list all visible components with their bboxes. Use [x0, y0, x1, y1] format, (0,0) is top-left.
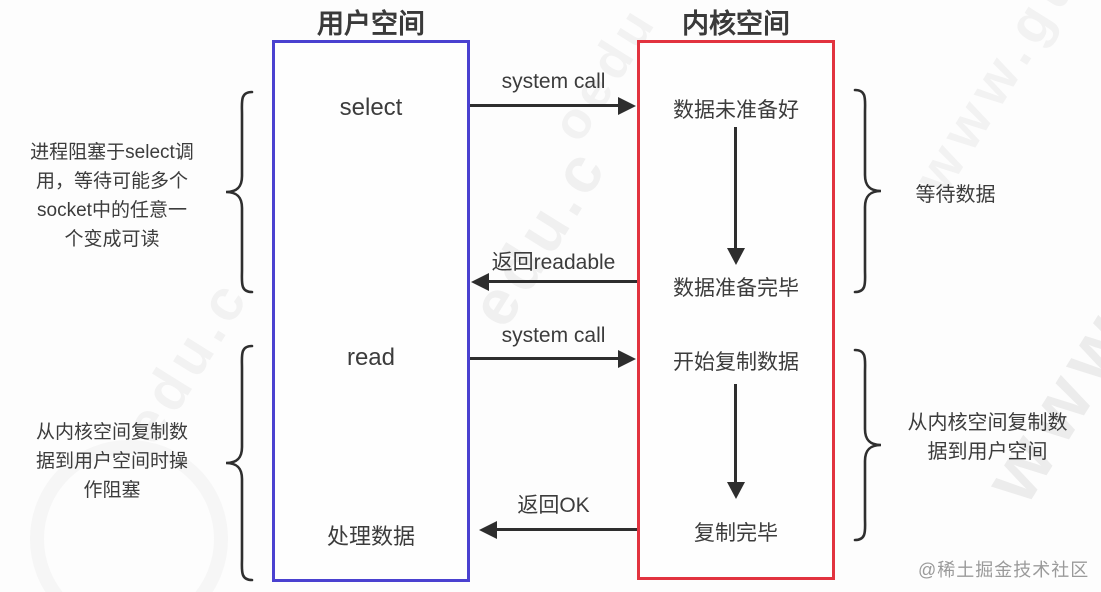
arrow-return-readable	[471, 272, 637, 291]
arrow-head-down-icon	[726, 248, 745, 265]
brace-left-bottom	[225, 344, 254, 582]
user-space-box	[272, 40, 470, 582]
arrow-head-right-icon	[618, 96, 636, 115]
watermark-diagonal-center: edu.c	[455, 133, 622, 339]
arrow-return-ok	[479, 520, 637, 539]
note-line: 个变成可读	[64, 229, 160, 250]
label-return-readable: 返回readable	[491, 251, 616, 274]
arrow-copying-data	[726, 384, 745, 499]
note-line: 从内核空间复制数	[907, 412, 1068, 434]
note-line: 据到用户空间时操	[35, 451, 188, 472]
note-line: 进程阻塞于select调	[30, 142, 194, 163]
arrow-head-right-icon	[618, 349, 636, 368]
arrow-head-left-icon	[471, 272, 489, 291]
note-line: 从内核空间复制数	[35, 422, 188, 443]
brace-right-bottom	[853, 348, 882, 542]
arrow-head-down-icon	[726, 482, 745, 499]
note-copy-blocking: 从内核空间复制数 据到用户空间时操 作阻塞	[4, 418, 220, 505]
node-read: read	[346, 344, 396, 371]
label-return-ok: 返回OK	[517, 494, 590, 517]
node-process-data: 处理数据	[326, 524, 415, 549]
arrow-system-call-2	[470, 349, 636, 368]
note-copy-to-user: 从内核空间复制数 据到用户空间	[880, 409, 1095, 467]
node-copy-start: 开始复制数据	[673, 351, 799, 374]
label-system-call-1: system call	[501, 70, 606, 93]
node-data-ready: 数据准备完毕	[673, 277, 799, 300]
note-wait-data: 等待数据	[915, 184, 996, 206]
label-system-call-2: system call	[501, 324, 606, 347]
note-line: 据到用户空间	[927, 441, 1048, 463]
brace-left-top	[225, 90, 254, 294]
credit-watermark: @稀土掘金技术社区	[918, 560, 1090, 580]
note-line: 作阻塞	[83, 480, 141, 501]
node-select: select	[339, 94, 403, 121]
arrow-head-left-icon	[479, 520, 497, 539]
note-select-blocking: 进程阻塞于select调 用，等待可能多个 socket中的任意一 个变成可读	[4, 138, 220, 254]
node-data-not-ready: 数据未准备好	[673, 99, 799, 122]
arrow-wait-data	[726, 127, 745, 265]
arrow-system-call-1	[470, 96, 636, 115]
note-line: socket中的任意一	[37, 200, 187, 221]
brace-right-top	[853, 88, 882, 294]
kernel-space-title: 内核空间	[682, 9, 790, 39]
user-space-title: 用户空间	[317, 9, 425, 39]
note-line: 用，等待可能多个	[35, 171, 188, 192]
watermark-diagonal-right-upper: www.gu	[900, 0, 1093, 204]
node-copy-done: 复制完毕	[694, 522, 778, 545]
